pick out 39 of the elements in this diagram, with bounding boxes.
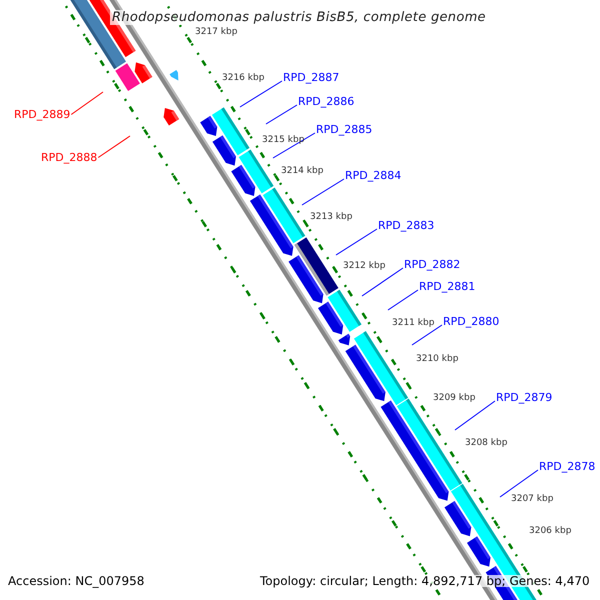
gene-label: RPD_2884 [345, 170, 402, 181]
position-label: 3209 kbp [433, 394, 476, 403]
position-label: 3214 kbp [281, 167, 324, 176]
position-label: 3212 kbp [343, 262, 386, 271]
accession-text: Accession: NC_007958 [8, 575, 144, 587]
title: Rhodopseudomonas palustris BisB5, complete genome [110, 10, 488, 25]
gene-label: RPD_2887 [283, 72, 340, 83]
gene-label: RPD_2882 [404, 259, 460, 270]
gene-label: RPD_2881 [419, 281, 476, 292]
position-label: 3210 kbp [416, 355, 458, 364]
gene-label: RPD_2879 [496, 392, 552, 403]
leader-line [388, 290, 418, 310]
leader-line [98, 136, 130, 158]
position-label: 3207 kbp [511, 495, 554, 504]
gene-label: RPD_2883 [378, 220, 434, 231]
gene-label: RPD_2888 [41, 152, 98, 163]
position-label: 3208 kbp [465, 439, 508, 448]
gene-label: RPD_2886 [298, 96, 354, 107]
gene-label: RPD_2885 [316, 124, 372, 135]
leader-line [266, 104, 298, 124]
gene-label: RPD_2880 [443, 316, 500, 327]
gene-label: RPD_2878 [539, 461, 596, 472]
leader-line [500, 470, 538, 498]
position-label: 3211 kbp [392, 319, 434, 328]
position-label: 3213 kbp [310, 213, 352, 222]
leader-line [70, 92, 104, 115]
genome-info-text: Topology: circular; Length: 4,892,717 bp; Genes: 4,470 [260, 575, 590, 587]
position-label: 3216 kbp [222, 74, 264, 83]
gene-label: RPD_2889 [14, 109, 70, 120]
position-label: 3206 kbp [529, 527, 572, 536]
leader-line [412, 324, 442, 346]
leader-line [272, 132, 316, 158]
leader-line [454, 400, 496, 430]
position-label: 3215 kbp [262, 136, 304, 145]
leader-line [362, 268, 404, 296]
leader-line [302, 178, 344, 206]
position-label: 3217 kbp [195, 28, 238, 37]
leader-line [240, 80, 282, 108]
leader-line [336, 228, 378, 256]
